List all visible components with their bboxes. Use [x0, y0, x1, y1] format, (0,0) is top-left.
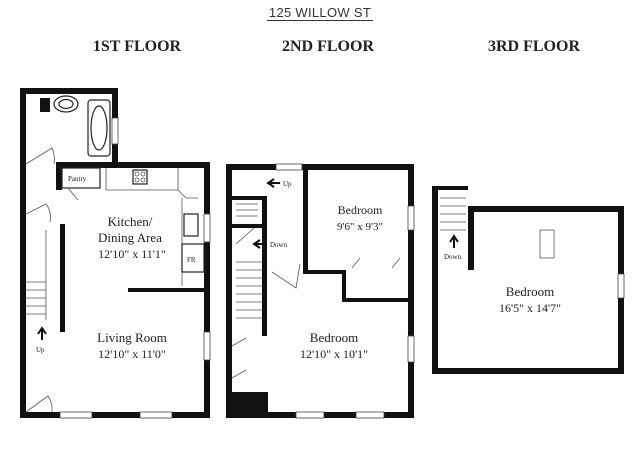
second-stair-diagonal — [235, 227, 255, 245]
kitchen-label-line2: Dining Area — [98, 230, 162, 245]
up-arrow-icon — [449, 234, 459, 248]
down-arrow-icon — [252, 239, 266, 249]
third-stair-top — [432, 186, 468, 190]
third-stair-wall — [468, 206, 474, 270]
stove — [132, 169, 148, 185]
burner-1 — [134, 171, 140, 177]
second-stair-treads-lower — [236, 261, 262, 319]
floor-label-first: 1ST FLOOR — [92, 38, 182, 55]
first-top-wall — [56, 162, 210, 168]
stair-wall-right — [262, 196, 267, 336]
kitchen-label-line1: Kitchen/ — [108, 214, 153, 229]
kitchen-counter-top — [105, 168, 179, 191]
bedroom-a-left-wall — [303, 168, 308, 274]
floor-label-second: 2ND FLOOR — [282, 38, 374, 55]
bedroom-a-dims: 9'6" x 9'3" — [337, 221, 383, 233]
pantry-label: Pantry — [68, 175, 87, 183]
bedroom-a-label: Bedroom — [338, 203, 383, 217]
bedroom-a-window — [407, 205, 415, 231]
third-stair-treads — [440, 197, 466, 231]
living-window-bottom-2 — [139, 411, 173, 419]
living-room-label: Living Room — [97, 330, 167, 345]
bedroom-b-dims: 12'10" x 10'1" — [300, 347, 368, 361]
stair-wall-top — [232, 196, 266, 200]
bedroom-b-door-swings — [231, 337, 247, 379]
floor-label-third: 3RD FLOOR — [488, 38, 580, 55]
third-top-wall — [468, 206, 624, 212]
pantry-door — [67, 187, 79, 201]
third-window — [617, 273, 625, 299]
third-stair-down-label: Down — [444, 253, 462, 261]
bathtub-basin — [90, 105, 108, 151]
bath-window — [111, 117, 119, 145]
burner-2 — [140, 171, 146, 177]
second-top-window — [275, 163, 303, 171]
fridge-label: FR — [187, 256, 196, 264]
stair-landing-wall — [232, 224, 262, 228]
burner-3 — [134, 177, 140, 183]
second-left-wall — [226, 164, 232, 418]
first-bottom-wall — [20, 412, 210, 418]
bathtub — [87, 99, 111, 157]
bath-corner-block — [40, 98, 50, 112]
living-window-right — [203, 331, 211, 361]
second-right-wall — [408, 164, 414, 418]
closet-left-wall — [342, 270, 346, 302]
second-floor-plan: Up Down Bedroom 9'6" x 9'3" Bedroom 12'1… — [226, 163, 415, 419]
stair-divider-wall — [60, 224, 65, 332]
third-bedroom-dims: 16'5" x 14'7" — [499, 301, 561, 315]
second-stair-up-label: Up — [283, 180, 292, 188]
chimney-block — [226, 392, 268, 418]
bedroom-b-label: Bedroom — [310, 330, 358, 345]
closet-door-swings — [351, 257, 401, 269]
bedroom-b-window-bottom-2 — [355, 411, 385, 419]
kitchen-counter-corner — [177, 189, 198, 199]
closet-bottom-wall — [342, 298, 412, 302]
kitchen-living-divider — [128, 288, 210, 292]
first-left-wall — [20, 88, 26, 418]
front-door-swing — [25, 395, 53, 413]
second-stair-down-label: Down — [270, 241, 288, 249]
pantry-box — [61, 167, 101, 189]
hall-door-swing — [271, 263, 301, 289]
pantry-left-wall — [56, 162, 62, 190]
sink-fixture — [53, 95, 79, 113]
up-arrow-icon — [266, 178, 280, 188]
second-stair-treads-upper — [236, 203, 258, 217]
burner-4 — [140, 177, 146, 183]
living-window-bottom-1 — [59, 411, 93, 419]
kitchen-window — [203, 213, 211, 243]
first-stair-treads — [26, 281, 46, 315]
fridge — [181, 243, 205, 273]
skylight — [539, 229, 555, 259]
address-title: 125 WILLOW ST — [0, 4, 640, 22]
bedroom-a-bottom-wall-left — [303, 270, 345, 274]
third-bedroom-label: Bedroom — [506, 284, 554, 299]
entry-door-swing — [25, 203, 51, 223]
third-floor-plan: Down Bedroom 16'5" x 14'7" — [432, 186, 625, 374]
bath-top-wall — [20, 88, 118, 94]
third-left-wall — [432, 186, 438, 374]
sink-basin — [58, 98, 74, 110]
third-bottom-wall — [432, 368, 624, 374]
second-top-wall — [226, 164, 414, 170]
address-title-text: 125 WILLOW ST — [266, 5, 374, 21]
bath-door-swing — [25, 147, 55, 165]
up-arrow-icon — [37, 326, 47, 340]
bedroom-b-window-right — [407, 335, 415, 363]
kitchen-sink — [183, 213, 199, 237]
bedroom-b-window-bottom-1 — [295, 411, 325, 419]
first-stair-label: Up — [36, 346, 45, 354]
living-room-dims: 12'10" x 11'0" — [98, 347, 166, 361]
kitchen-dims: 12'10" x 11'1" — [98, 247, 166, 261]
first-floor-plan: Pantry FR Up Kitchen/ Dining Area 12'10"… — [20, 88, 211, 419]
